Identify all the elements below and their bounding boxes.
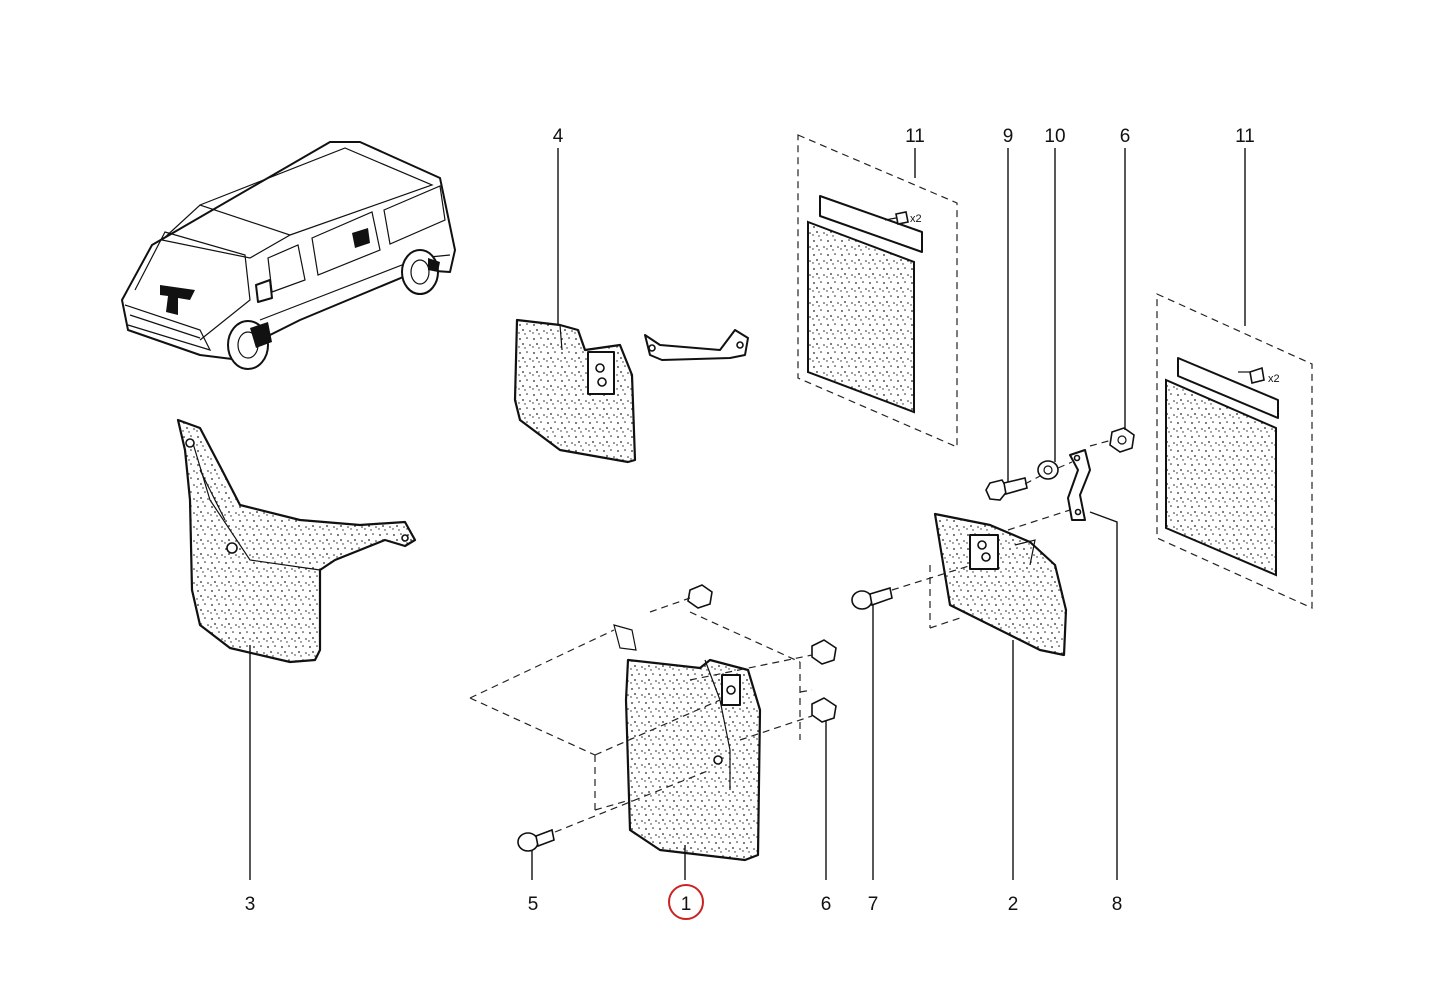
bracket-part-4-support	[644, 329, 749, 361]
bolt-part-9	[985, 477, 1028, 501]
washer-part-10	[1037, 460, 1059, 480]
rivet-quantity-right: x2	[1268, 373, 1280, 385]
bracket-part-8	[1067, 449, 1091, 521]
callout-4: 4	[553, 126, 564, 147]
mudflap-part-2	[933, 512, 1068, 657]
clip-nut-part-6-top	[1109, 427, 1135, 453]
callout-numbers: 4 11 9 10 6 11 3 5 1 6 7 2 8	[245, 126, 1255, 920]
callout-11-right: 11	[1235, 126, 1255, 147]
assembly-guide-lines	[469, 439, 1113, 833]
callout-6-bottom: 6	[821, 894, 832, 915]
van-illustration	[121, 141, 456, 370]
mudflap-part-4	[513, 318, 637, 464]
callout-7: 7	[868, 894, 879, 915]
highlight-circle-callout-1	[668, 884, 704, 920]
callout-leaders	[249, 148, 1246, 880]
mudflap-part-1	[613, 624, 762, 862]
screw-part-7	[851, 586, 893, 610]
callout-8: 8	[1112, 894, 1123, 915]
callout-11-left: 11	[905, 126, 925, 147]
callout-6-top: 6	[1120, 126, 1131, 147]
mudflap-part-3	[176, 418, 417, 664]
clip-nuts-part-6	[687, 584, 837, 723]
callout-2: 2	[1008, 894, 1019, 915]
mudflap-kit-part-11-left: x2	[797, 134, 958, 448]
callout-5: 5	[528, 894, 539, 915]
callout-3: 3	[245, 894, 256, 915]
screw-part-5	[517, 828, 555, 852]
callout-9: 9	[1003, 126, 1014, 147]
callout-10: 10	[1044, 126, 1065, 147]
mudflap-kit-part-11-right: x2	[1156, 293, 1313, 609]
rivet-quantity-left: x2	[910, 213, 922, 225]
callout-1: 1	[681, 894, 692, 915]
